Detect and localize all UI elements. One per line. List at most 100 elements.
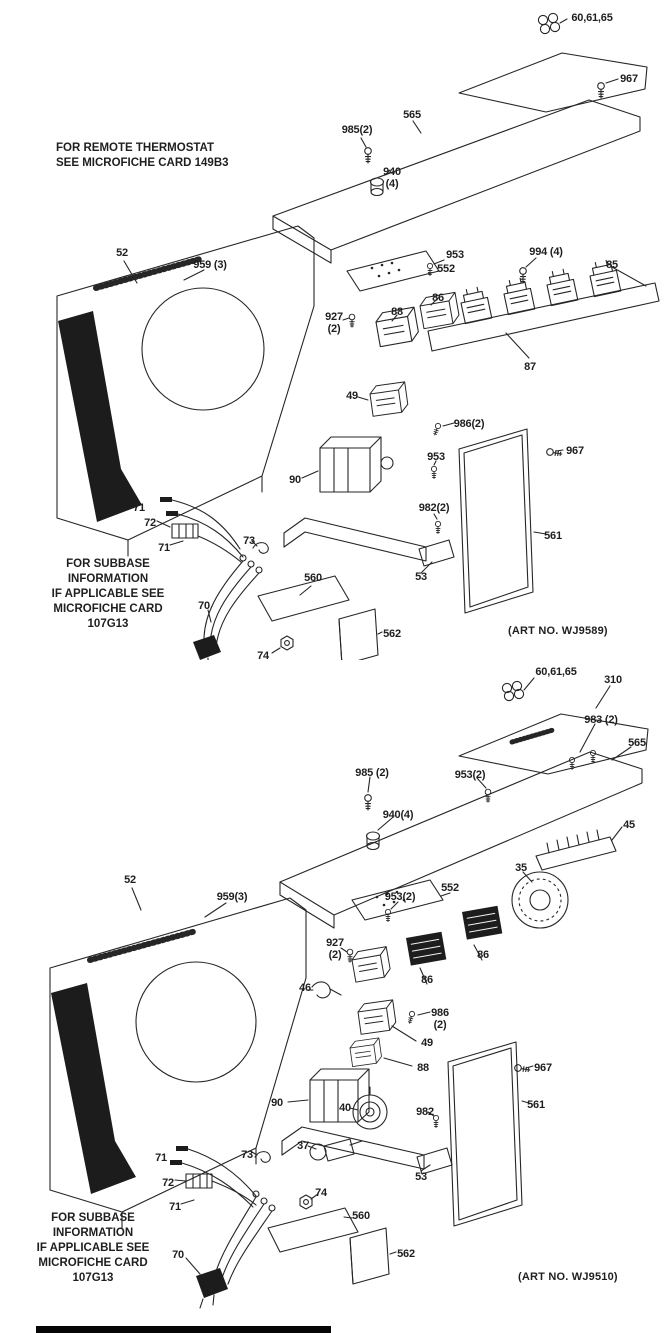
callout2-967: 967 xyxy=(534,1062,552,1074)
plate-560 xyxy=(267,1207,359,1253)
wires-71-72 xyxy=(156,497,244,563)
valve-37 xyxy=(307,1138,363,1162)
callout2-60-61-65: 60,61,65 xyxy=(535,666,577,678)
callout2-953-a: 953(2) xyxy=(454,769,486,781)
callout2-46: 46 xyxy=(299,982,311,994)
cover-panel-565 xyxy=(279,746,643,929)
callout-52: 52 xyxy=(116,247,128,259)
callout2-86-a: 86 xyxy=(477,949,489,961)
callout2-310: 310 xyxy=(604,674,622,686)
switch-88 xyxy=(348,1037,413,1067)
callout2-49: 49 xyxy=(421,1037,433,1049)
art-no-lower: (ART NO. WJ9510) xyxy=(518,1271,618,1283)
callout2-565: 565 xyxy=(628,737,646,749)
callout2-953-b: 953(2) xyxy=(384,891,416,903)
switch-90 xyxy=(287,1068,370,1123)
scan-edge-bar xyxy=(36,1326,331,1333)
subbase-note-upper: FOR SUBBASE INFORMATION IF APPLICABLE SE… xyxy=(51,558,165,630)
callout-560: 560 xyxy=(304,572,322,584)
grommet-940 xyxy=(369,169,391,197)
callout-71-b: 71 xyxy=(158,542,170,554)
callout-552: 552 xyxy=(437,263,455,275)
callout-982: 982(2) xyxy=(418,502,450,514)
nut-74 xyxy=(299,1193,319,1210)
knob-part-60-61-65 xyxy=(537,12,568,35)
callout-85: 85 xyxy=(606,259,618,271)
cover-panel-565 xyxy=(272,99,641,264)
callout-53: 53 xyxy=(415,571,427,583)
harness-70 xyxy=(193,554,263,660)
callout-71-a: 71 xyxy=(133,502,145,514)
callout2-959: 959(3) xyxy=(216,891,248,903)
callout2-35: 35 xyxy=(515,862,527,874)
callout2-45: 45 xyxy=(623,819,635,831)
callout2-982: 982 xyxy=(416,1106,434,1118)
callout-72: 72 xyxy=(144,517,156,529)
callout-90: 90 xyxy=(289,474,301,486)
base-bracket-53-73 xyxy=(251,517,455,574)
callout-88: 88 xyxy=(391,306,403,318)
nut-74 xyxy=(271,635,294,654)
callout2-90: 90 xyxy=(271,1097,283,1109)
plate-552 xyxy=(346,250,440,292)
callout2-560: 560 xyxy=(352,1210,370,1222)
rear-panel xyxy=(458,52,648,113)
bracket-562 xyxy=(338,608,383,660)
upper-diagram-line-art xyxy=(56,12,660,660)
clip-46 xyxy=(307,981,342,999)
callout-562: 562 xyxy=(383,628,401,640)
harness-70 xyxy=(185,1190,276,1309)
switch-90 xyxy=(301,436,394,493)
base-bracket-53-73 xyxy=(251,1126,453,1175)
callout-959: 959 (3) xyxy=(193,259,227,271)
callout2-71-a: 71 xyxy=(155,1152,167,1164)
callout2-70: 70 xyxy=(172,1249,184,1261)
callout-87: 87 xyxy=(524,361,536,373)
callout-565: 565 xyxy=(403,109,421,121)
callout-74: 74 xyxy=(257,650,269,662)
callout2-52: 52 xyxy=(124,874,136,886)
lower-diagram-line-art xyxy=(49,677,649,1309)
switch-49 xyxy=(357,381,410,417)
solenoid-40 xyxy=(349,1086,388,1130)
plate-560 xyxy=(257,575,350,622)
callout2-983: 983 (2) xyxy=(584,714,618,726)
grommet-940 xyxy=(365,817,393,851)
switch-49 xyxy=(356,999,417,1042)
callout2-53: 53 xyxy=(415,1171,427,1183)
callout2-88: 88 xyxy=(417,1062,429,1074)
terminal-strip-45 xyxy=(535,826,623,871)
callout2-552: 552 xyxy=(441,882,459,894)
relays-86 xyxy=(406,905,503,985)
bracket-562 xyxy=(349,1227,397,1285)
art-no-upper: (ART NO. WJ9589) xyxy=(508,625,608,637)
callout-986: 986(2) xyxy=(453,418,485,430)
callout2-561: 561 xyxy=(527,1099,545,1111)
callout2-74: 74 xyxy=(315,1187,327,1199)
panel-561 xyxy=(458,428,547,614)
callout-70: 70 xyxy=(198,600,210,612)
callout-60-61-65: 60,61,65 xyxy=(571,12,613,24)
callout2-37: 37 xyxy=(297,1140,309,1152)
callout-967-mid: 967 xyxy=(566,445,584,457)
subbase-note-lower: FOR SUBBASE INFORMATION IF APPLICABLE SE… xyxy=(36,1212,150,1284)
callout2-71-b: 71 xyxy=(169,1201,181,1213)
switch-cluster-86-88 xyxy=(342,291,461,348)
callout-940: 940 (4) xyxy=(383,166,401,191)
callout-86: 86 xyxy=(432,292,444,304)
callout-561: 561 xyxy=(544,530,562,542)
callout2-927: 927 (2) xyxy=(326,937,344,962)
side-panel-52 xyxy=(49,887,307,1229)
callout2-72: 72 xyxy=(162,1177,174,1189)
callout2-86-b: 86 xyxy=(421,974,433,986)
callout-73: 73 xyxy=(243,535,255,547)
callout2-985: 985 (2) xyxy=(355,767,389,779)
rear-panel-310 xyxy=(458,685,649,775)
callout-985: 985(2) xyxy=(341,124,373,136)
callout-967-top: 967 xyxy=(620,73,638,85)
remote-thermostat-note: FOR REMOTE THERMOSTAT SEE MICROFICHE CAR… xyxy=(56,142,229,169)
callout2-562: 562 xyxy=(397,1248,415,1260)
callout-927: 927 (2) xyxy=(325,311,343,336)
callout2-940: 940(4) xyxy=(382,809,414,821)
